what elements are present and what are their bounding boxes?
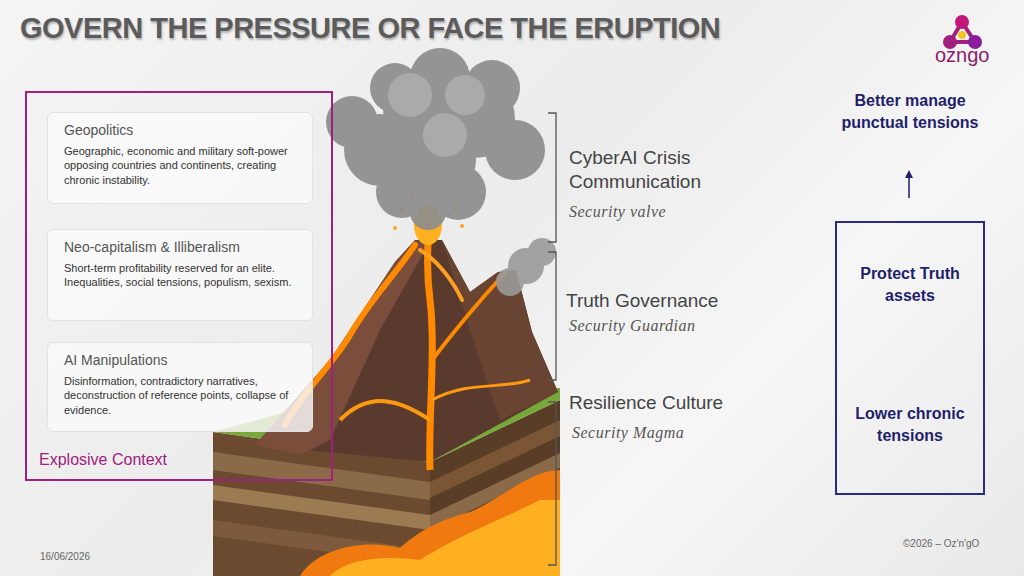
layer-name: CyberAI Crisis Communication [569,146,769,194]
card-body: Geographic, economic and military soft-p… [64,144,302,187]
slide-title: GOVERN THE PRESSURE OR FACE THE ERUPTION [20,12,720,45]
context-label: Explosive Context [39,451,167,469]
goal-box: Protect Truth assetsLower chronic tensio… [835,221,985,495]
card-body: Disinformation, contradictory narratives… [64,374,302,417]
card-heading: Neo-capitalism & Illiberalism [64,239,302,255]
context-frame: Explosive Context GeopoliticsGeographic, … [25,91,333,481]
layer-role: Security Magma [572,424,772,442]
card-heading: Geopolitics [64,122,302,138]
date-note: 16/06/2026 [40,551,140,562]
goal-text: Lower chronic tensions [841,403,979,448]
logo-text: ozngo [935,44,1005,67]
goal-text: Better manage punctual tensions [835,90,985,135]
factor-card: AI ManipulationsDisinformation, contradi… [47,342,313,432]
layer-role: Security valve [569,203,769,221]
layer-name: Truth Governance [566,290,786,312]
goal-text: Protect Truth assets [841,263,979,308]
copyright-note: ©2026 – Oz'n'gO [903,538,1013,549]
card-body: Short-term profitability reserved for an… [64,261,302,290]
card-heading: AI Manipulations [64,352,302,368]
layer-role: Security Guardian [569,317,769,335]
layer-name: Resilience Culture [569,392,789,414]
factor-card: Neo-capitalism & IlliberalismShort-term … [47,229,313,321]
factor-card: GeopoliticsGeographic, economic and mili… [47,112,313,204]
